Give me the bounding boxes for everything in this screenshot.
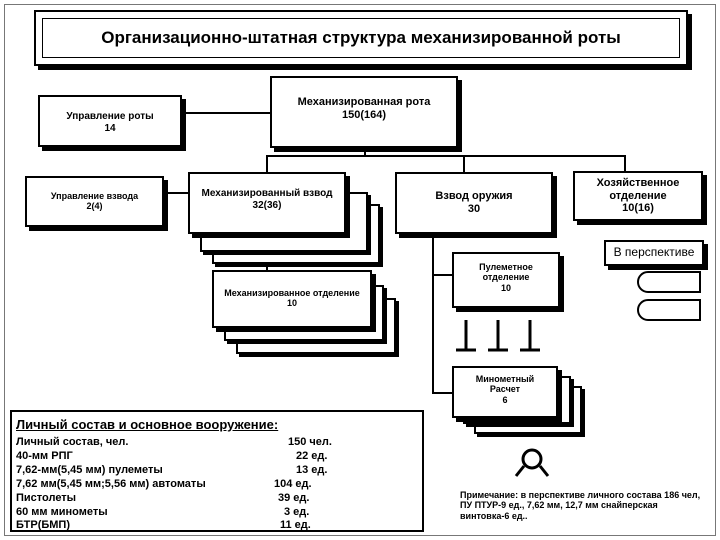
mech-squad-box: Механизированное отделение 10	[212, 270, 372, 328]
connector-line	[364, 148, 366, 156]
mortar-crew-label-1: Минометный	[475, 374, 535, 384]
connector-line	[463, 155, 465, 173]
connector-line	[432, 392, 452, 394]
connector-line	[266, 155, 626, 157]
mech-platoon-label: Механизированный взвод	[201, 188, 333, 199]
weapons-platoon-box: Взвод оружия 30	[395, 172, 553, 234]
connector-line	[182, 112, 270, 114]
legend-row-value: 11 ед.	[280, 519, 311, 531]
footnote-line: ПУ ПТУР-9 ед., 7,62 мм, 12,7 мм снайперс…	[460, 500, 658, 511]
legend-row-label: 40-мм РПГ	[16, 450, 73, 462]
legend-row-label: 7,62-мм(5,45 мм) пулеметы	[16, 464, 163, 476]
legend-row-value: 104 ед.	[274, 478, 312, 490]
footnote-line: Примечание: в перспективе личного состав…	[460, 490, 701, 500]
legend-row-value: 3 ед.	[284, 506, 310, 518]
company-hq-box: Управление роты 14	[38, 95, 182, 147]
company-count: 150(164)	[341, 108, 387, 121]
title-panel: Организационно-штатная структура механиз…	[34, 10, 688, 66]
weapons-platoon-count: 30	[467, 202, 481, 215]
legend-row-value: 22 ед.	[296, 450, 328, 462]
machine-gun-squad-label-1: Пулеметное	[479, 262, 533, 272]
prospect-box: В перспективе	[604, 240, 704, 266]
platoon-hq-label: Управление взвода	[50, 191, 139, 201]
legend-row-label: 60 мм минометы	[16, 506, 108, 518]
legend-row-label: Личный состав, чел.	[16, 436, 129, 448]
launcher-icon	[637, 299, 701, 321]
prospect-label: В перспективе	[613, 245, 695, 260]
machine-gun-icon	[488, 320, 508, 352]
legend-row-value: 39 ед.	[278, 492, 310, 504]
mortar-crew-label-2: Расчет	[489, 384, 521, 395]
machine-gun-icon	[456, 320, 476, 352]
supply-section-label-2: отделение	[609, 189, 667, 202]
legend-row-label: 7,62 мм(5,45 мм;5,56 мм) автоматы	[16, 478, 206, 490]
weapons-platoon-label: Взвод оружия	[435, 190, 513, 202]
machine-gun-icon	[520, 320, 540, 352]
platoon-hq-box: Управление взвода 2(4)	[25, 176, 164, 227]
company-hq-count: 14	[104, 122, 116, 134]
mech-platoon-box: Механизированный взвод 32(36)	[188, 172, 346, 234]
supply-section-label-1: Хозяйственное	[596, 177, 680, 189]
machine-gun-squad-count: 10	[500, 282, 511, 293]
mortar-icon	[514, 448, 550, 477]
mech-platoon-count: 32(36)	[252, 199, 282, 211]
slide-frame	[4, 4, 716, 536]
legend-panel: Личный состав и основное вооружение: Лич…	[10, 410, 424, 532]
page-title: Организационно-штатная структура механиз…	[42, 18, 680, 58]
connector-line	[624, 155, 626, 171]
legend-heading: Личный состав и основное вооружение:	[16, 417, 279, 432]
supply-section-count: 10(16)	[622, 202, 654, 215]
legend-row-label: БТР(БМП)	[16, 519, 70, 531]
connector-line	[266, 155, 268, 173]
connector-line	[432, 234, 434, 394]
platoon-hq-count: 2(4)	[86, 201, 103, 212]
legend-row-value: 13 ед.	[296, 464, 328, 476]
supply-section-box: Хозяйственное отделение 10(16)	[573, 171, 703, 221]
mortar-crew-count: 6	[502, 394, 508, 405]
legend-row-label: Пистолеты	[16, 492, 77, 504]
mortar-crew-box: Минометный Расчет 6	[452, 366, 558, 418]
legend-row-value: 150 чел.	[288, 436, 332, 448]
launcher-icon	[637, 271, 701, 293]
machine-gun-squad-box: Пулеметное отделение 10	[452, 252, 560, 308]
company-box: Механизированная рота 150(164)	[270, 76, 458, 148]
mech-squad-count: 10	[286, 298, 297, 309]
footnote: Примечание: в перспективе личного состав…	[460, 490, 716, 521]
footnote-line: винтовка-6 ед..	[460, 510, 528, 521]
company-label: Механизированная рота	[297, 96, 431, 108]
machine-gun-squad-label-2: отделение	[482, 272, 530, 283]
connector-line	[164, 192, 188, 194]
connector-line	[432, 274, 452, 276]
mech-squad-label: Механизированное отделение	[224, 288, 360, 298]
company-hq-label: Управление роты	[66, 111, 154, 122]
